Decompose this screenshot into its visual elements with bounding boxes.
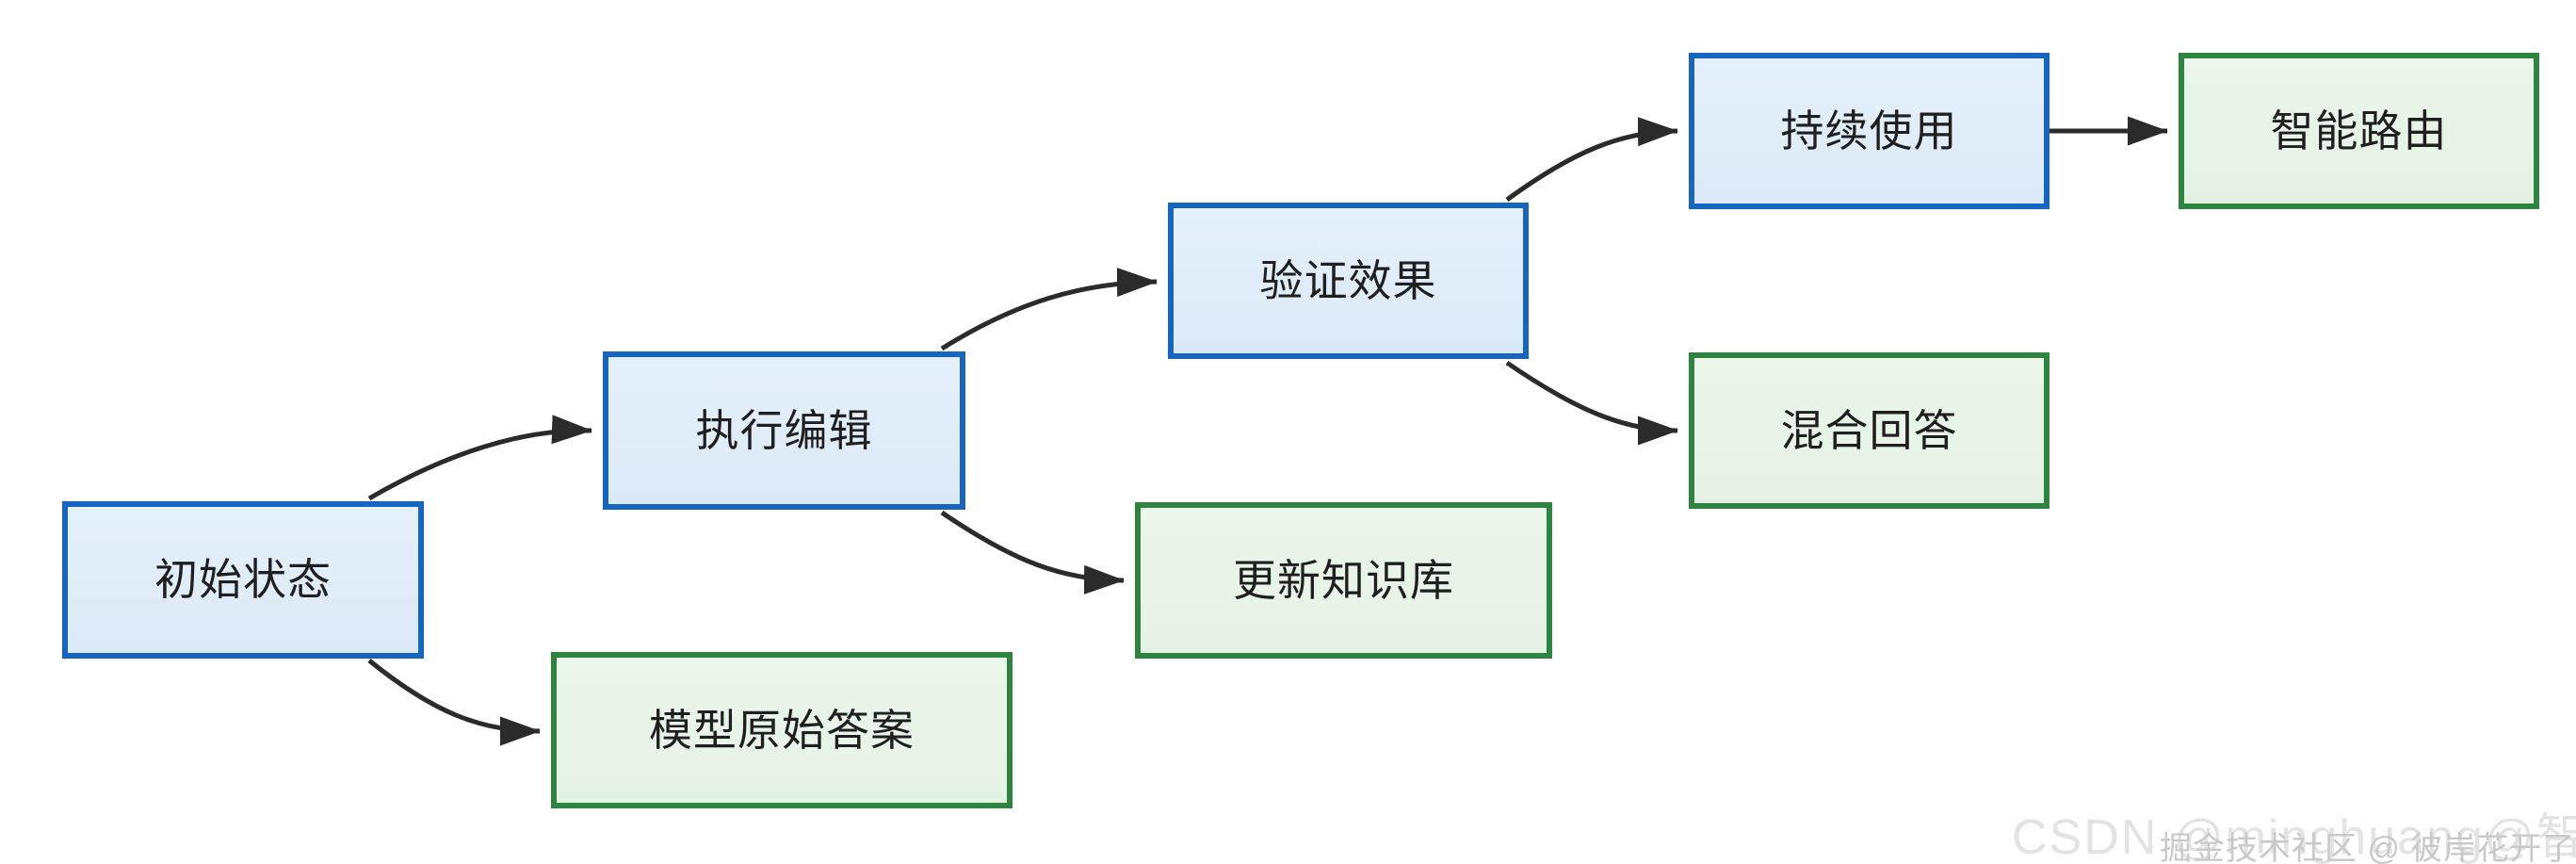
edge-execute-to-verify: [940, 268, 1158, 351]
node-label: 验证效果: [1259, 255, 1437, 305]
edge-verify-to-continuous: [1505, 117, 1678, 203]
edge-initial-to-model-answer: [367, 659, 542, 746]
node-label: 更新知识库: [1233, 555, 1454, 605]
edge-initial-to-execute: [367, 415, 592, 501]
node-label: 模型原始答案: [649, 705, 915, 755]
node-verify-effect[interactable]: 验证效果: [1168, 203, 1529, 359]
node-model-original-answer[interactable]: 模型原始答案: [551, 652, 1013, 808]
node-update-knowledge-base[interactable]: 更新知识库: [1135, 502, 1552, 659]
node-label: 智能路由: [2270, 106, 2448, 155]
csdn-watermark: CSDN @minghuang@智绪AI: [2012, 810, 2576, 864]
node-continuous-use[interactable]: 持续使用: [1689, 53, 2049, 209]
juejin-watermark: 掘金技术社区 @ 彼岸花开了吗: [2160, 831, 2576, 864]
edge-execute-to-update-kb: [940, 510, 1125, 595]
edge-verify-to-hybrid: [1505, 360, 1679, 446]
node-execute-edit[interactable]: 执行编辑: [603, 351, 965, 510]
node-label: 初始状态: [154, 555, 332, 605]
node-hybrid-answer[interactable]: 混合回答: [1689, 352, 2049, 509]
node-label: 执行编辑: [695, 405, 873, 455]
node-smart-routing[interactable]: 智能路由: [2179, 53, 2539, 209]
node-initial-state[interactable]: 初始状态: [62, 501, 424, 659]
node-label: 持续使用: [1780, 106, 1958, 155]
node-label: 混合回答: [1780, 405, 1958, 455]
